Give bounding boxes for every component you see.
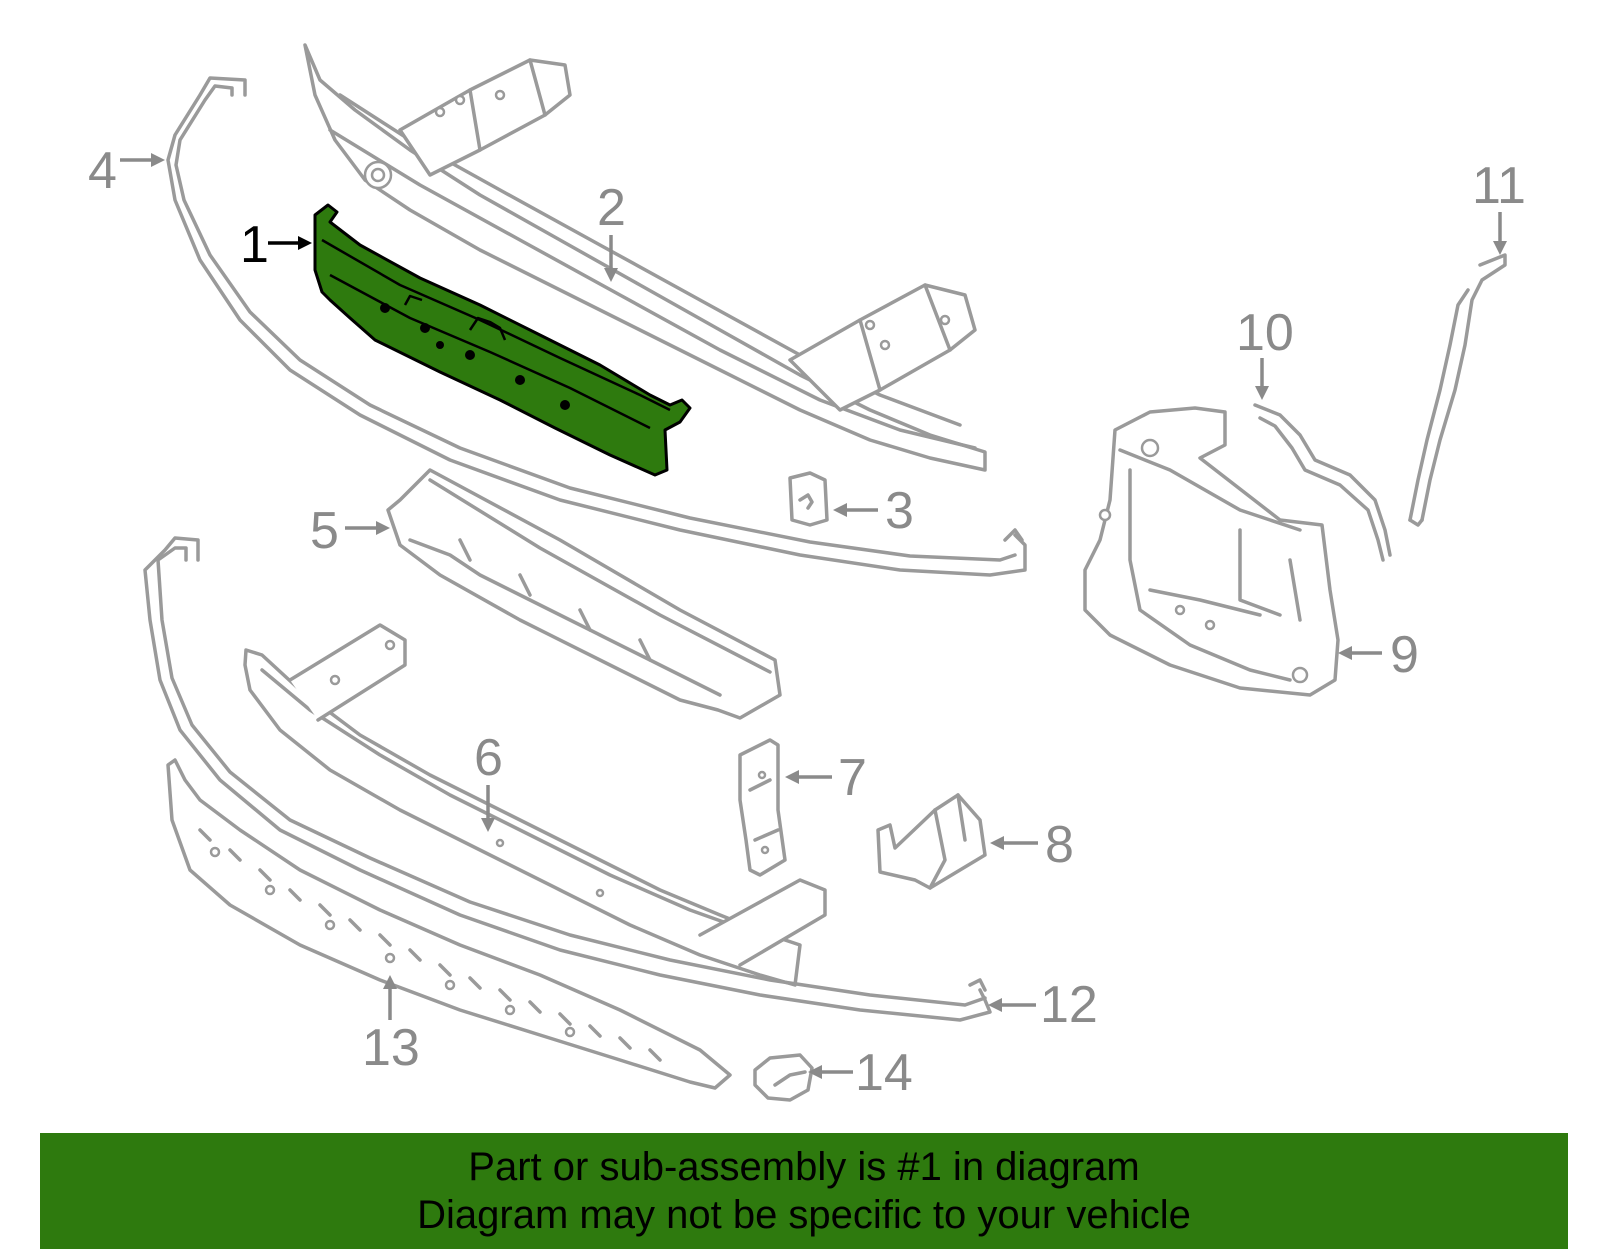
callout-label-2: 2 xyxy=(597,179,626,237)
part-3-clip[interactable] xyxy=(788,471,829,527)
part-14-cap[interactable] xyxy=(753,1053,814,1102)
part-7-bracket[interactable] xyxy=(738,738,787,877)
callout-label-1: 1 xyxy=(240,216,269,274)
part-11-bracket-strip[interactable] xyxy=(1408,253,1507,527)
callout-label-12: 12 xyxy=(1040,976,1098,1034)
part-2-reinforcement-beam[interactable] xyxy=(303,43,987,472)
callout-12: 12 xyxy=(988,976,1098,1034)
info-banner: Part or sub-assembly is #1 in diagram Di… xyxy=(40,1133,1568,1249)
part-5-air-deflector[interactable] xyxy=(386,468,782,720)
callout-9: 9 xyxy=(1338,626,1419,684)
callout-label-14: 14 xyxy=(855,1044,913,1102)
part-13-lower-grille[interactable] xyxy=(166,758,732,1090)
callout-label-9: 9 xyxy=(1390,626,1419,684)
callout-7: 7 xyxy=(785,749,867,807)
callout-1: 1 xyxy=(240,216,312,274)
part-12-lower-trim[interactable] xyxy=(143,536,992,1022)
callout-6: 6 xyxy=(474,729,503,832)
callout-10: 10 xyxy=(1236,304,1294,400)
callout-14: 14 xyxy=(808,1044,913,1102)
callout-label-11: 11 xyxy=(1472,157,1526,215)
callout-label-10: 10 xyxy=(1236,304,1294,362)
callout-label-8: 8 xyxy=(1045,816,1074,874)
callout-label-7: 7 xyxy=(838,749,867,807)
part-4-bumper-cover[interactable] xyxy=(166,76,1027,577)
callout-label-4: 4 xyxy=(88,142,117,200)
callout-13: 13 xyxy=(362,975,420,1077)
part-10-seal[interactable] xyxy=(1253,403,1392,562)
part-8-bracket[interactable] xyxy=(876,793,987,890)
banner-line-part-info: Part or sub-assembly is #1 in diagram xyxy=(468,1145,1140,1189)
part-9-carrier-assembly[interactable] xyxy=(1083,406,1340,697)
callout-4: 4 xyxy=(88,142,165,200)
callout-2: 2 xyxy=(597,179,626,282)
part-1-energy-absorber[interactable] xyxy=(313,203,692,477)
banner-line-disclaimer: Diagram may not be specific to your vehi… xyxy=(417,1193,1191,1237)
callout-label-3: 3 xyxy=(885,482,914,540)
callout-3: 3 xyxy=(833,482,914,540)
callout-11: 11 xyxy=(1472,157,1526,255)
callout-8: 8 xyxy=(990,816,1074,874)
callout-5: 5 xyxy=(310,502,390,560)
callout-label-6: 6 xyxy=(474,729,503,787)
callout-label-5: 5 xyxy=(310,502,339,560)
callout-label-13: 13 xyxy=(362,1019,420,1077)
